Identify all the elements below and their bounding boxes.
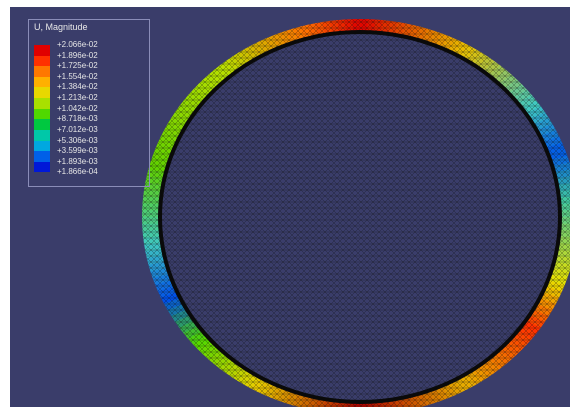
legend-swatch xyxy=(34,98,50,109)
ring-contour-plot[interactable] xyxy=(10,7,570,407)
legend-tick-label: +1.213e-02 xyxy=(57,93,98,103)
legend-swatch xyxy=(34,45,50,56)
legend-tick-label: +8.718e-03 xyxy=(57,114,98,124)
legend-swatch xyxy=(34,66,50,77)
legend-tick-label: +1.896e-02 xyxy=(57,50,98,60)
legend-swatch xyxy=(34,55,50,67)
legend-swatch xyxy=(34,76,50,88)
legend-tick-label: +3.599e-03 xyxy=(57,146,98,156)
legend-swatch xyxy=(34,119,50,130)
legend-tick-label: +7.012e-03 xyxy=(57,124,98,134)
contour-legend: U, Magnitude +2.066e-02+1.896e-02+1.725e… xyxy=(28,19,150,187)
legend-swatch xyxy=(34,161,50,173)
legend-tick-label: +1.384e-02 xyxy=(57,82,98,92)
legend-swatch xyxy=(34,108,50,120)
ring-inner-edge xyxy=(158,30,562,404)
legend-title: U, Magnitude xyxy=(34,22,88,32)
legend-tick-label: +1.866e-04 xyxy=(57,167,98,177)
legend-swatch xyxy=(34,87,50,99)
legend-labels: +2.066e-02+1.896e-02+1.725e-02+1.554e-02… xyxy=(29,20,151,188)
legend-tick-label: +2.066e-02 xyxy=(57,40,98,49)
viewport[interactable]: U, Magnitude +2.066e-02+1.896e-02+1.725e… xyxy=(10,7,570,407)
legend-tick-label: +1.554e-02 xyxy=(57,71,98,81)
legend-tick-label: +1.893e-03 xyxy=(57,156,98,166)
legend-tick-label: +1.042e-02 xyxy=(57,103,98,113)
legend-swatch xyxy=(34,140,50,152)
legend-swatch xyxy=(34,151,50,162)
legend-swatch xyxy=(34,129,50,141)
legend-tick-label: +5.306e-03 xyxy=(57,135,98,145)
legend-tick-label: +1.725e-02 xyxy=(57,61,98,71)
